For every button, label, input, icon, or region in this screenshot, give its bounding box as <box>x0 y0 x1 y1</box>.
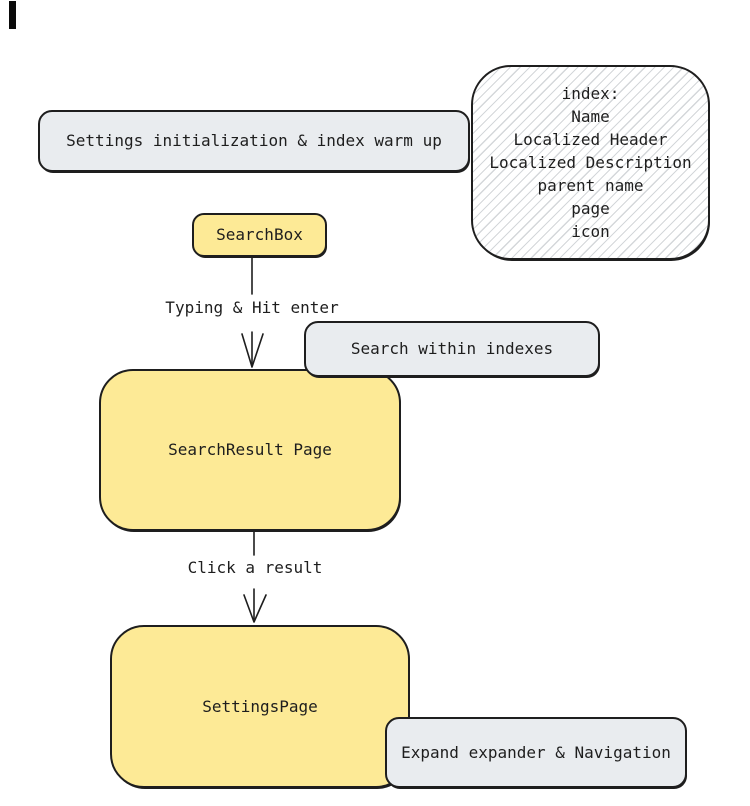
node-index-fields: index: Name Localized Header Localized D… <box>471 65 710 260</box>
index-field-line: parent name <box>537 176 644 195</box>
index-field-line: Localized Header <box>513 130 668 149</box>
node-label: Settings initialization & index warm up <box>66 131 442 150</box>
node-settingspage: SettingsPage <box>110 625 410 788</box>
node-label: SettingsPage <box>202 696 318 716</box>
node-label: SearchResult Page <box>168 440 332 459</box>
node-searchresult-page: SearchResult Page <box>99 369 401 531</box>
node-settings-initialization: Settings initialization & index warm up <box>38 110 470 172</box>
index-field-line: index: <box>561 84 620 103</box>
arrow-searchresult-to-settingspage <box>243 530 267 623</box>
node-searchbox: SearchBox <box>192 213 327 257</box>
node-expand-expander-navigation: Expand expander & Navigation <box>385 717 687 788</box>
ink-caret-mark <box>9 1 16 29</box>
index-field-line: icon <box>571 222 610 241</box>
arrow-head-icon <box>243 594 267 623</box>
edge-label-click: Click a result <box>187 558 323 577</box>
index-field-line: Localized Description <box>489 153 692 172</box>
node-search-within-indexes: Search within indexes <box>304 321 600 377</box>
node-label: Expand expander & Navigation <box>401 742 671 762</box>
arrow-head-icon <box>241 333 264 368</box>
index-field-line: page <box>571 199 610 218</box>
arrow-searchbox-to-searchresult <box>241 257 264 368</box>
node-label: Search within indexes <box>350 339 554 358</box>
index-field-line: Name <box>571 107 610 126</box>
edge-label-typing: Typing & Hit enter <box>165 298 339 317</box>
node-label: SearchBox <box>216 225 303 244</box>
